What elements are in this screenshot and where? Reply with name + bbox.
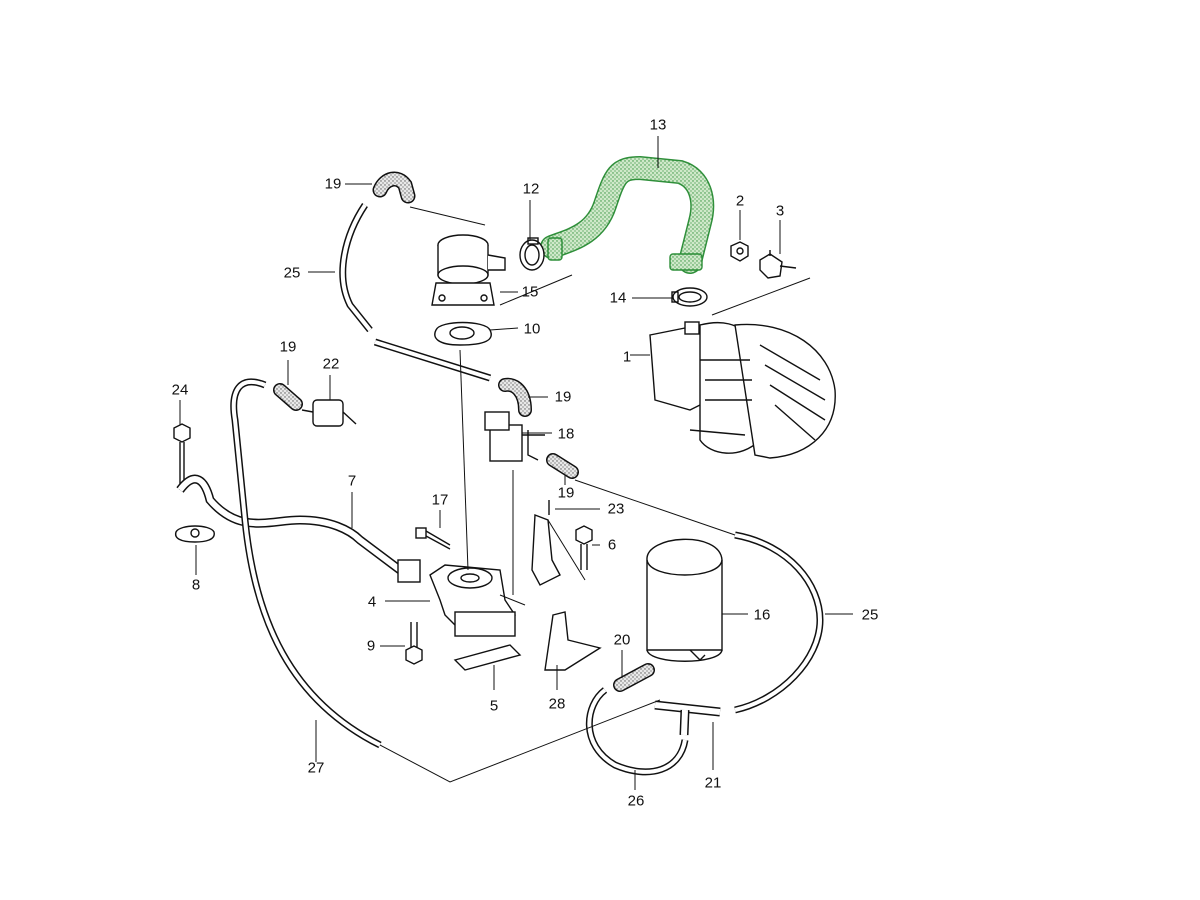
gasket-8[interactable] [174, 525, 215, 543]
air-pump-1[interactable] [649, 321, 836, 459]
leader-lines [179, 136, 853, 790]
callout-17: 17 [431, 491, 449, 509]
bolt-9[interactable] [405, 622, 423, 665]
callout-12: 12 [522, 180, 540, 198]
tube-26[interactable] [585, 687, 689, 776]
callout-14: 14 [609, 289, 627, 307]
hose-19-middle[interactable] [498, 377, 532, 417]
callout-3: 3 [775, 202, 785, 220]
callout-15: 15 [521, 283, 539, 301]
pipe-7[interactable] [176, 474, 421, 583]
bracket-23[interactable] [531, 500, 561, 586]
hose-19-left[interactable] [273, 383, 303, 411]
callout-24: 24 [171, 381, 189, 399]
callout-28: 28 [548, 695, 566, 713]
callout-13: 13 [649, 116, 667, 134]
hose-19-right[interactable] [546, 453, 579, 479]
clamp-14[interactable] [671, 287, 708, 307]
hose-13-highlighted[interactable] [540, 155, 715, 274]
callout-23: 23 [607, 500, 625, 518]
t-fitting-21[interactable] [654, 700, 721, 736]
bracket-5[interactable] [453, 644, 522, 671]
callout-25-right: 25 [861, 606, 879, 624]
valve-body-4[interactable] [429, 564, 516, 637]
callout-6: 6 [607, 536, 617, 554]
solenoid-18[interactable] [484, 411, 545, 462]
tube-27[interactable] [230, 378, 382, 749]
callout-19-mid: 19 [554, 388, 572, 406]
callout-19-right: 19 [557, 484, 575, 502]
callout-26: 26 [627, 792, 645, 810]
fitting-3[interactable] [759, 250, 797, 279]
nut-2[interactable] [730, 241, 749, 262]
hose-20[interactable] [613, 663, 655, 692]
callout-2: 2 [735, 192, 745, 210]
callout-19-left: 19 [279, 338, 297, 356]
callout-10: 10 [523, 320, 541, 338]
callout-9: 9 [366, 637, 376, 655]
hose-19-top[interactable] [372, 171, 416, 204]
tube-25-left[interactable] [339, 203, 492, 382]
callout-16: 16 [753, 606, 771, 624]
callout-7: 7 [347, 472, 357, 490]
clamp-12[interactable] [519, 237, 545, 271]
callout-1: 1 [622, 348, 632, 366]
callout-8: 8 [191, 576, 201, 594]
canister-16[interactable] [646, 538, 723, 662]
callout-4: 4 [367, 593, 377, 611]
callout-18: 18 [557, 425, 575, 443]
tube-25-right[interactable] [734, 531, 824, 714]
callout-25-left: 25 [283, 264, 301, 282]
filter-22[interactable] [301, 399, 357, 427]
bracket-28[interactable] [544, 611, 602, 671]
callout-5: 5 [489, 697, 499, 715]
gasket-10[interactable] [434, 321, 492, 346]
callout-20: 20 [613, 631, 631, 649]
callout-21: 21 [704, 774, 722, 792]
bolt-6[interactable] [575, 525, 593, 570]
valve-15[interactable] [431, 234, 506, 306]
callout-22: 22 [322, 355, 340, 373]
callout-27: 27 [307, 759, 325, 777]
bolt-17[interactable] [415, 527, 451, 550]
callout-19-top: 19 [324, 175, 342, 193]
